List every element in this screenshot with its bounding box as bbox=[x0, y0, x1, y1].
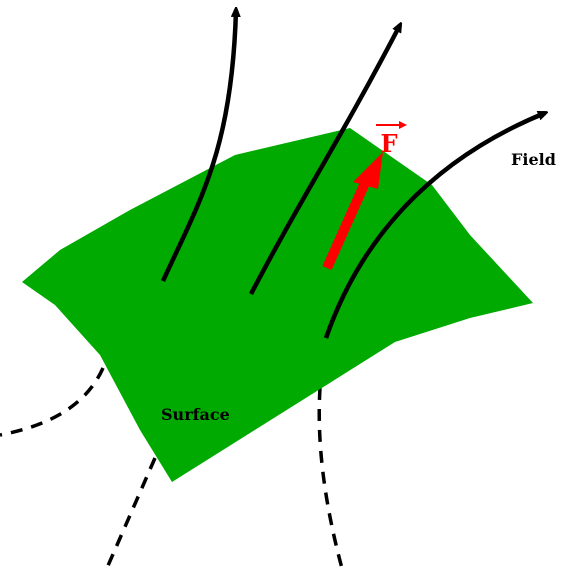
force-vector-shaft bbox=[322, 180, 370, 271]
field-line-2-above bbox=[249, 25, 400, 296]
force-label: F bbox=[380, 129, 397, 158]
field-line-3-below bbox=[317, 387, 345, 573]
field-label: Field bbox=[511, 150, 556, 169]
field-line-3-above bbox=[323, 110, 545, 339]
surface-patch bbox=[22, 128, 533, 482]
surface-label: Surface bbox=[161, 405, 230, 424]
field-line-1-below bbox=[0, 367, 105, 437]
force-label-overarrow-head bbox=[399, 121, 407, 129]
field-line-2-below bbox=[105, 457, 157, 569]
field-line-1-above bbox=[160, 10, 236, 282]
force-vector-head bbox=[353, 152, 383, 189]
